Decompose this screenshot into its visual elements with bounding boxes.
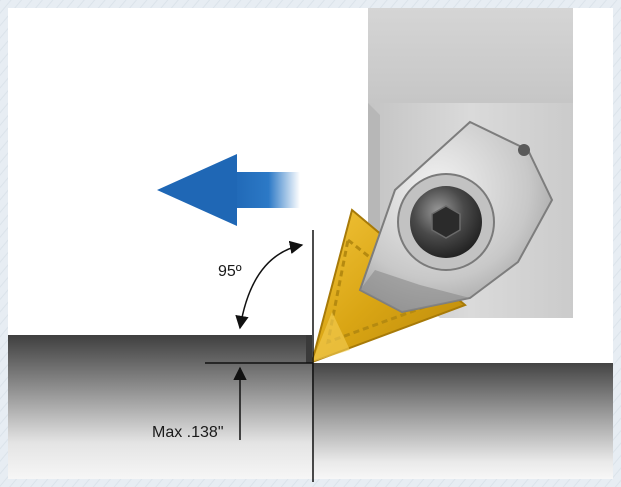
workpiece: [8, 335, 613, 479]
hex-socket-icon: [431, 205, 461, 239]
angle-label: 95º: [218, 263, 242, 280]
clamp-pin: [518, 144, 530, 156]
insert-tip-highlight: [312, 312, 350, 362]
depth-label: Max .138": [152, 424, 224, 441]
workpiece-step: [306, 335, 312, 363]
workpiece-cut: [312, 363, 613, 479]
angle-arc: [235, 240, 304, 330]
insert-clamp: [358, 120, 554, 314]
arrow-left-icon: [157, 154, 300, 226]
feed-arrow-head: [157, 154, 237, 226]
clamp-shadow: [360, 270, 470, 312]
feed-arrow-shaft: [230, 172, 300, 208]
dimension-annotations: 95º Max .138": [152, 230, 314, 482]
workpiece-uncut: [8, 335, 312, 479]
holder-shank: [368, 8, 573, 103]
